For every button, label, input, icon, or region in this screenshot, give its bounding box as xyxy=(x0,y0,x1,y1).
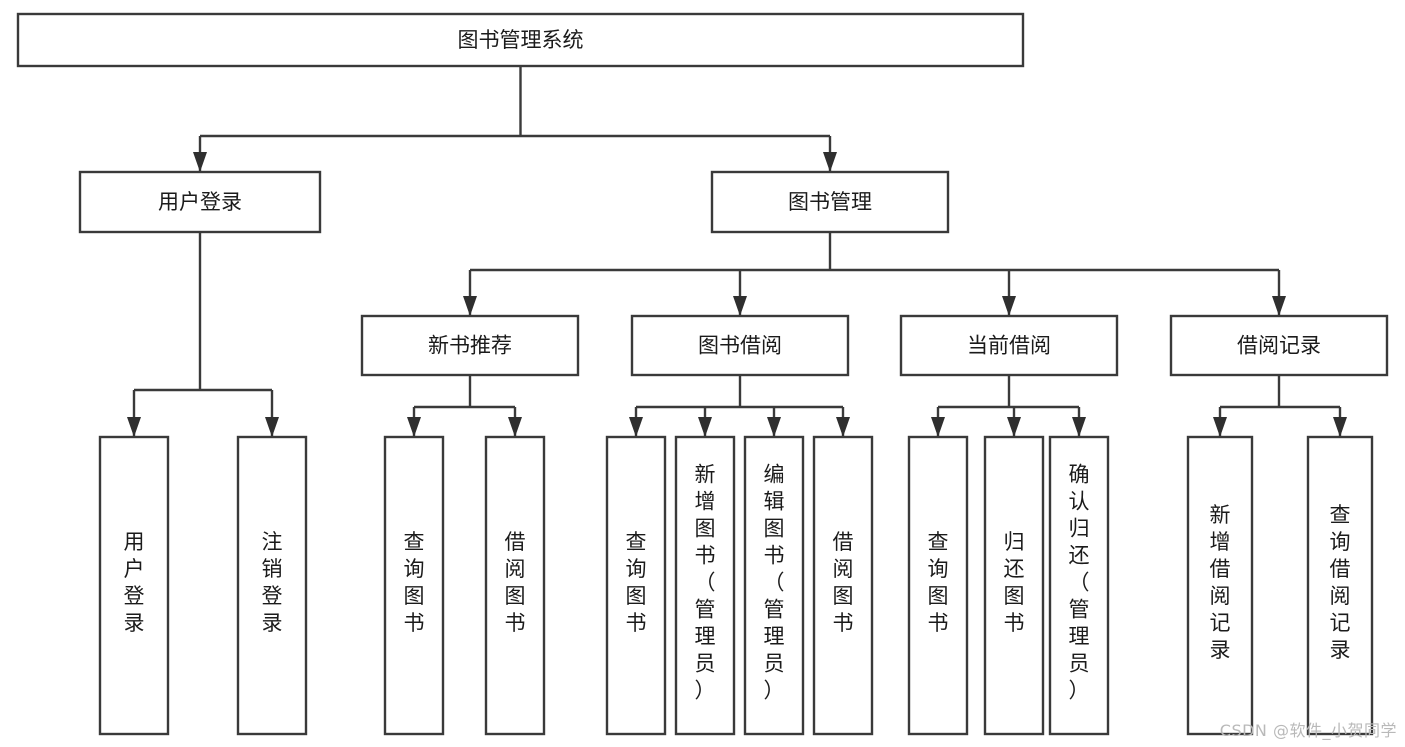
arrow-head-icon xyxy=(836,417,850,437)
node-leaf-add-book-rect[interactable] xyxy=(674,435,736,736)
node-leaf-query-book-2-label: 查询图书 xyxy=(626,530,647,635)
node-leaf-query-book-2[interactable]: 查询图书 xyxy=(605,435,667,736)
arrow-head-icon xyxy=(629,417,643,437)
node-leaf-return-book[interactable]: 归还图书 xyxy=(983,435,1045,736)
node-leaf-edit-book[interactable]: 编辑图书（管理员） xyxy=(743,435,805,736)
node-leaf-add-record[interactable]: 新增借阅记录 xyxy=(1186,435,1254,736)
node-user-login-label: 用户登录 xyxy=(158,190,242,214)
arrow-head-icon xyxy=(1333,417,1347,437)
node-borrow-record-label: 借阅记录 xyxy=(1237,334,1321,358)
node-leaf-borrow-book-1-rect[interactable] xyxy=(484,435,546,736)
node-root[interactable]: 图书管理系统 xyxy=(16,12,1025,68)
node-user-login[interactable]: 用户登录 xyxy=(78,170,322,234)
node-leaf-query-record-label: 查询借阅记录 xyxy=(1330,503,1351,662)
arrow-head-icon xyxy=(767,417,781,437)
node-leaf-borrow-book-2-rect[interactable] xyxy=(812,435,874,736)
node-leaf-query-book-3-label: 查询图书 xyxy=(928,530,949,635)
node-leaf-return-book-rect[interactable] xyxy=(983,435,1045,736)
node-leaf-edit-book-rect[interactable] xyxy=(743,435,805,736)
node-leaf-query-book-2-rect[interactable] xyxy=(605,435,667,736)
node-root-label: 图书管理系统 xyxy=(458,28,584,52)
arrow-head-icon xyxy=(127,417,141,437)
node-leaf-query-record[interactable]: 查询借阅记录 xyxy=(1306,435,1374,736)
node-leaf-confirm-return-rect[interactable] xyxy=(1048,435,1110,736)
node-current-borrow[interactable]: 当前借阅 xyxy=(899,314,1119,377)
node-leaf-borrow-book-1[interactable]: 借阅图书 xyxy=(484,435,546,736)
arrow-head-icon xyxy=(1272,296,1286,316)
node-book-manage-rect[interactable] xyxy=(710,170,950,234)
node-book-borrow-label: 图书借阅 xyxy=(698,334,782,358)
node-new-book-recommend[interactable]: 新书推荐 xyxy=(360,314,580,377)
node-borrow-record[interactable]: 借阅记录 xyxy=(1169,314,1389,377)
node-book-borrow[interactable]: 图书借阅 xyxy=(630,314,850,377)
node-root-rect[interactable] xyxy=(16,12,1025,68)
node-book-manage-label: 图书管理 xyxy=(788,190,872,214)
arrow-head-icon xyxy=(733,296,747,316)
arrow-head-icon xyxy=(823,152,837,172)
arrow-head-icon xyxy=(1072,417,1086,437)
node-leaf-add-record-rect[interactable] xyxy=(1186,435,1254,736)
node-leaf-borrow-book-2-label: 借阅图书 xyxy=(833,530,854,635)
arrow-head-icon xyxy=(265,417,279,437)
arrow-head-icon xyxy=(407,417,421,437)
node-leaf-logout[interactable]: 注销登录 xyxy=(236,435,308,736)
node-leaf-add-book[interactable]: 新增图书（管理员） xyxy=(674,435,736,736)
node-leaf-user-login-label: 用户登录 xyxy=(124,530,145,635)
node-leaf-confirm-return[interactable]: 确认归还（管理员） xyxy=(1048,435,1110,736)
node-leaf-borrow-book-1-label: 借阅图书 xyxy=(505,530,526,635)
node-leaf-query-book-1-label: 查询图书 xyxy=(404,530,425,635)
arrow-head-icon xyxy=(508,417,522,437)
node-leaf-add-book-label: 新增图书（管理员） xyxy=(695,463,716,703)
node-book-manage[interactable]: 图书管理 xyxy=(710,170,950,234)
node-leaf-confirm-return-label: 确认归还（管理员） xyxy=(1069,463,1090,703)
node-leaf-query-record-rect[interactable] xyxy=(1306,435,1374,736)
node-leaf-query-book-3[interactable]: 查询图书 xyxy=(907,435,969,736)
arrow-head-icon xyxy=(698,417,712,437)
arrow-head-icon xyxy=(931,417,945,437)
arrow-head-icon xyxy=(1002,296,1016,316)
node-leaf-user-login-rect[interactable] xyxy=(98,435,170,736)
node-borrow-record-rect[interactable] xyxy=(1169,314,1389,377)
node-leaf-query-book-3-rect[interactable] xyxy=(907,435,969,736)
node-book-borrow-rect[interactable] xyxy=(630,314,850,377)
arrow-head-icon xyxy=(1213,417,1227,437)
node-leaf-logout-label: 注销登录 xyxy=(262,530,283,635)
node-leaf-edit-book-label: 编辑图书（管理员） xyxy=(764,463,785,703)
arrow-head-icon xyxy=(1007,417,1021,437)
node-leaf-query-book-1-rect[interactable] xyxy=(383,435,445,736)
node-new-book-recommend-label: 新书推荐 xyxy=(428,334,512,358)
node-leaf-add-record-label: 新增借阅记录 xyxy=(1210,503,1231,662)
node-new-book-recommend-rect[interactable] xyxy=(360,314,580,377)
arrow-head-icon xyxy=(463,296,477,316)
arrow-head-icon xyxy=(193,152,207,172)
node-current-borrow-rect[interactable] xyxy=(899,314,1119,377)
csdn-watermark: CSDN @软件_小贺同学 xyxy=(1219,721,1397,740)
node-leaf-return-book-label: 归还图书 xyxy=(1004,530,1025,635)
node-leaf-borrow-book-2[interactable]: 借阅图书 xyxy=(812,435,874,736)
node-leaf-user-login[interactable]: 用户登录 xyxy=(98,435,170,736)
node-leaf-logout-rect[interactable] xyxy=(236,435,308,736)
node-leaf-query-book-1[interactable]: 查询图书 xyxy=(383,435,445,736)
node-current-borrow-label: 当前借阅 xyxy=(967,334,1051,358)
